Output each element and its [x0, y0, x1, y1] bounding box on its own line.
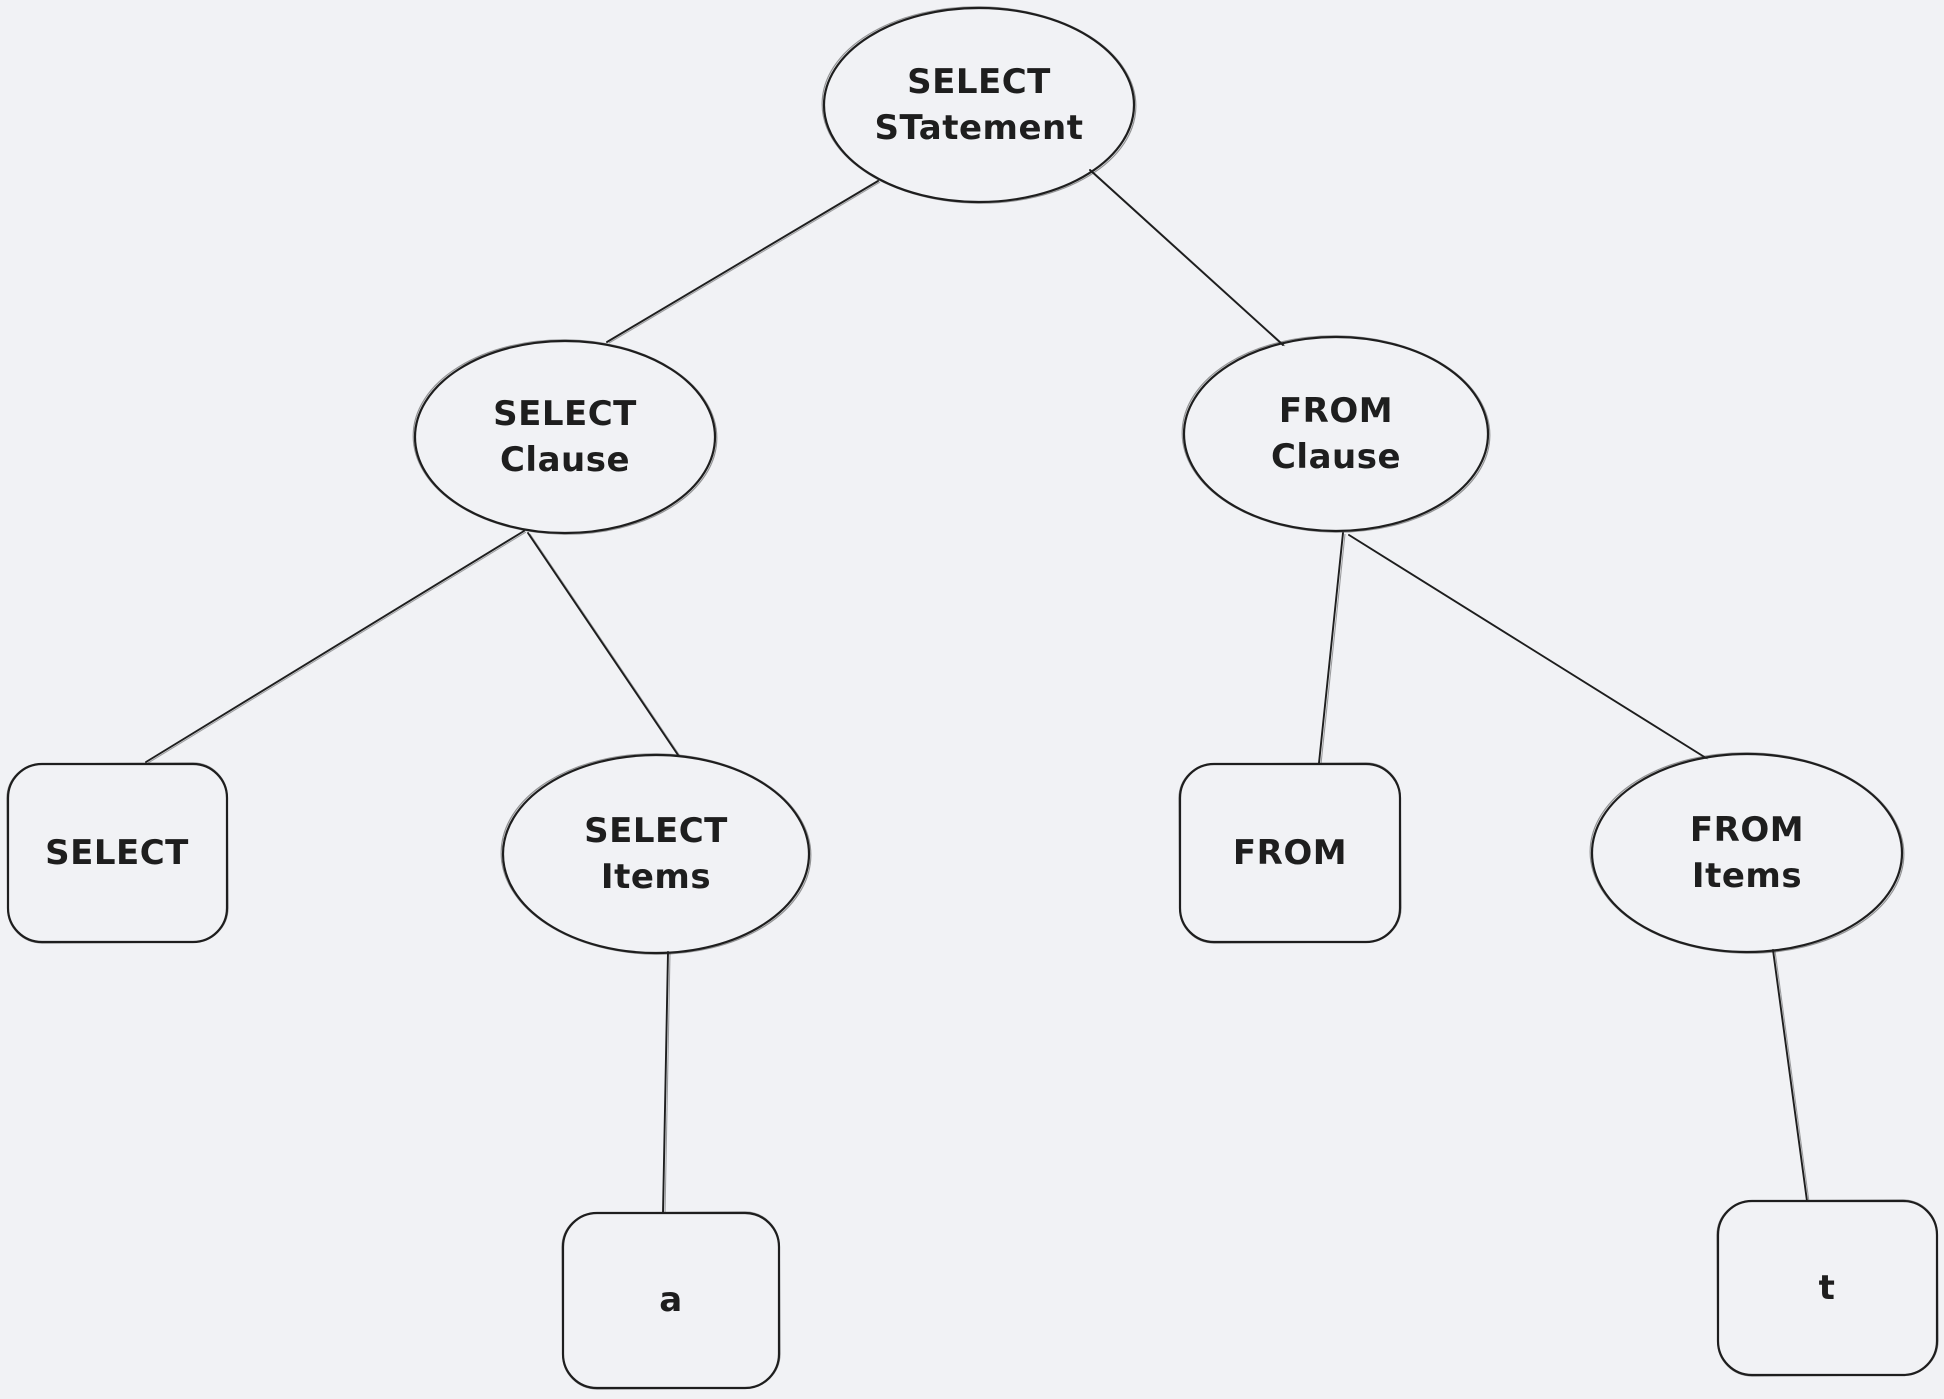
edge-select-items--leaf-a[interactable] — [662, 951, 671, 1215]
edge-from-clause--from-items[interactable] — [1348, 534, 1709, 760]
node-from-items[interactable] — [1589, 751, 1905, 955]
node-select-keyword[interactable] — [6, 762, 229, 944]
node-select-statement[interactable] — [821, 5, 1137, 205]
edge-select-clause--select-items[interactable] — [527, 532, 681, 757]
node-from-clause[interactable] — [1181, 334, 1491, 534]
node-leaf-a[interactable] — [561, 1211, 781, 1390]
edge-from-clause--from-keyword[interactable] — [1318, 532, 1346, 765]
node-leaf-t[interactable] — [1716, 1199, 1939, 1377]
node-from-keyword[interactable] — [1178, 762, 1402, 944]
node-select-items[interactable] — [500, 752, 812, 956]
edge-from-items--leaf-t[interactable] — [1772, 949, 1810, 1203]
edge-select-statement--from-clause[interactable] — [1089, 169, 1286, 347]
edge-select-clause--select-keyword[interactable] — [145, 530, 527, 764]
node-select-clause[interactable] — [412, 338, 718, 536]
edge-select-statement--select-clause[interactable] — [606, 180, 881, 344]
